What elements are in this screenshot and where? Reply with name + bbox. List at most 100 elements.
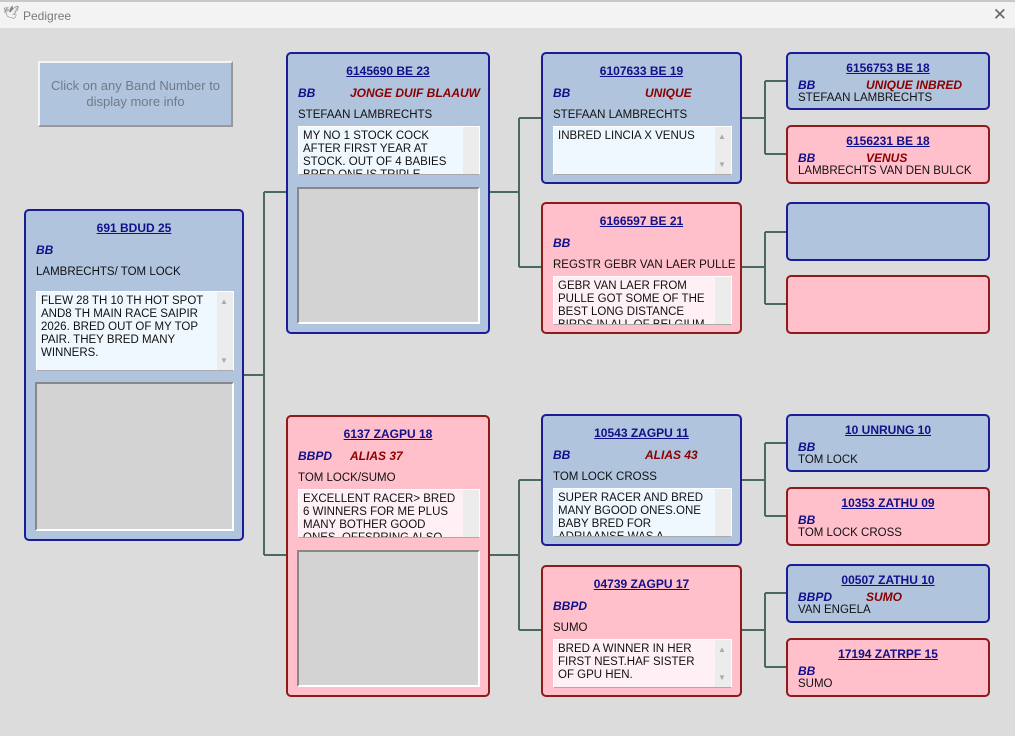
band-number-link[interactable]: 00507 ZATHU 10 bbox=[841, 573, 935, 587]
pigeon-name: ALIAS 43 bbox=[645, 448, 698, 462]
color-label: BBPD bbox=[553, 599, 588, 613]
pedigree-card-ss: 6107633 BE 19 BB UNIQUE STEFAAN LAMBRECHTS I… bbox=[541, 52, 742, 184]
notes-text: SUPER RACER AND BRED MANY BGOOD ONES.ONE… bbox=[558, 492, 704, 537]
owner-name: STEFAAN LAMBRECHTS bbox=[553, 109, 688, 121]
notes-text: GEBR VAN LAER FROM PULLE GOT SOME OF THE… bbox=[558, 280, 705, 325]
pigeon-photo[interactable] bbox=[297, 550, 480, 687]
band-number-link[interactable]: 6156753 BE 18 bbox=[846, 61, 930, 75]
connector-ds bbox=[742, 442, 786, 517]
connector-dam bbox=[490, 479, 541, 631]
band-number-link[interactable]: 17194 ZATRPF 15 bbox=[838, 647, 938, 661]
owner-name: SUMO bbox=[798, 678, 833, 690]
scroll-up-icon[interactable]: ▲ bbox=[718, 645, 726, 654]
pigeon-photo[interactable] bbox=[35, 382, 234, 531]
close-icon[interactable]: ✕ bbox=[992, 5, 1007, 24]
pedigree-card-sds bbox=[786, 202, 990, 261]
notes-text: EXCELLENT RACER> BRED 6 WINNERS FOR ME P… bbox=[303, 493, 456, 538]
scroll-up-icon[interactable]: ▲ bbox=[718, 132, 726, 141]
notes-text: MY NO 1 STOCK COCK AFTER FIRST YEAR AT S… bbox=[303, 130, 447, 175]
notes-scrollbar[interactable]: ▲▼ bbox=[715, 489, 731, 536]
connector-sd bbox=[742, 231, 786, 305]
notes-scrollbar[interactable]: ▲▼ bbox=[217, 292, 233, 370]
pigeon-photo[interactable] bbox=[297, 187, 480, 324]
pigeon-name: SUMO bbox=[866, 590, 902, 604]
notes-text: FLEW 28 TH 10 TH HOT SPOT AND8 TH MAIN R… bbox=[41, 295, 204, 359]
notes-scrollbar[interactable]: ▲▼ bbox=[715, 277, 731, 324]
band-number-link[interactable]: 10353 ZATHU 09 bbox=[841, 496, 935, 510]
pigeon-name: ALIAS 37 bbox=[350, 449, 403, 463]
band-number-link[interactable]: 04739 ZAGPU 17 bbox=[593, 577, 690, 591]
color-label: BBPD bbox=[798, 590, 833, 604]
owner-name: TOM LOCK bbox=[798, 454, 858, 466]
band-number-link[interactable]: 6137 ZAGPU 18 bbox=[343, 427, 433, 441]
notes-textarea[interactable]: SUPER RACER AND BRED MANY BGOOD ONES.ONE… bbox=[553, 488, 732, 537]
color-label: BB bbox=[798, 151, 816, 165]
owner-name: STEFAAN LAMBRECHTS bbox=[798, 92, 933, 104]
color-label: BB bbox=[798, 78, 816, 92]
pigeon-name: JONGE DUIF BLAAUW bbox=[350, 86, 480, 100]
notes-scrollbar[interactable]: ▲▼ bbox=[463, 127, 479, 174]
band-number-link[interactable]: 10 UNRUNG 10 bbox=[844, 423, 932, 437]
owner-name: STEFAAN LAMBRECHTS bbox=[298, 109, 433, 121]
notes-scrollbar[interactable]: ▲▼ bbox=[463, 490, 479, 537]
band-number-link[interactable]: 691 BDUD 25 bbox=[96, 221, 172, 235]
notes-textarea[interactable]: GEBR VAN LAER FROM PULLE GOT SOME OF THE… bbox=[553, 276, 732, 325]
info-box: Click on any Band Number to display more… bbox=[38, 61, 233, 127]
connector-ss bbox=[742, 80, 786, 155]
scroll-down-icon[interactable]: ▼ bbox=[718, 160, 726, 169]
scroll-down-icon[interactable]: ▼ bbox=[220, 356, 228, 365]
color-label: BB bbox=[36, 243, 54, 257]
notes-textarea[interactable]: MY NO 1 STOCK COCK AFTER FIRST YEAR AT S… bbox=[298, 126, 480, 175]
owner-name: SUMO bbox=[553, 622, 588, 634]
notes-text: INBRED LINCIA X VENUS bbox=[558, 130, 695, 142]
color-label: BB bbox=[798, 440, 816, 454]
notes-scrollbar[interactable]: ▲▼ bbox=[715, 640, 731, 687]
owner-name: TOM LOCK CROSS bbox=[553, 471, 657, 483]
band-number-link[interactable]: 6107633 BE 19 bbox=[599, 64, 684, 78]
pedigree-card-sd: 6166597 BE 21 BB REGSTR GEBR VAN LAER PULL… bbox=[541, 202, 742, 334]
title-bar: 🕊 Pedigree ✕ bbox=[0, 0, 1015, 28]
scroll-up-icon[interactable]: ▲ bbox=[220, 297, 228, 306]
band-number-link[interactable]: 6166597 BE 21 bbox=[599, 214, 684, 228]
color-label: BB bbox=[553, 86, 571, 100]
pigeon-icon: 🕊 bbox=[3, 5, 20, 20]
window-title: Pedigree bbox=[23, 9, 72, 23]
notes-scrollbar[interactable]: ▲▼ bbox=[715, 127, 731, 174]
pigeon-name: UNIQUE bbox=[645, 86, 692, 100]
color-label: BBPD bbox=[298, 449, 333, 463]
color-label: BB bbox=[553, 236, 571, 250]
owner-name: VAN ENGELA bbox=[798, 604, 871, 616]
color-label: BB bbox=[798, 664, 816, 678]
pedigree-card-ds: 10543 ZAGPU 11 BB ALIAS 43 TOM LOCK CROSS SU… bbox=[541, 414, 742, 546]
pedigree-card-dam: 6137 ZAGPU 18 BBPD ALIAS 37 TOM LOCK/SUMO EX… bbox=[286, 415, 490, 697]
band-number-link[interactable]: 10543 ZAGPU 11 bbox=[594, 426, 689, 440]
owner-name: TOM LOCK/SUMO bbox=[298, 472, 396, 484]
notes-textarea[interactable]: FLEW 28 TH 10 TH HOT SPOT AND8 TH MAIN R… bbox=[36, 291, 234, 371]
notes-textarea[interactable]: EXCELLENT RACER> BRED 6 WINNERS FOR ME P… bbox=[298, 489, 480, 538]
connector-dd bbox=[742, 592, 786, 668]
pigeon-name: VENUS bbox=[866, 151, 908, 165]
pedigree-card-sire: 6145690 BE 23 BB JONGE DUIF BLAAUW STEFAAN … bbox=[286, 52, 490, 334]
notes-textarea[interactable]: INBRED LINCIA X VENUS▲▼ bbox=[553, 126, 732, 175]
pedigree-card-sdd bbox=[786, 275, 990, 334]
color-label: BB bbox=[298, 86, 316, 100]
band-number-link[interactable]: 6145690 BE 23 bbox=[346, 64, 430, 78]
connector-sire bbox=[490, 117, 541, 268]
notes-textarea[interactable]: BRED A WINNER IN HER FIRST NEST.HAF SIST… bbox=[553, 639, 732, 688]
band-number-link[interactable]: 6156231 BE 18 bbox=[846, 134, 930, 148]
color-label: BB bbox=[798, 513, 816, 527]
pigeon-name: UNIQUE INBRED bbox=[866, 78, 963, 92]
color-label: BB bbox=[553, 448, 571, 462]
notes-text: BRED A WINNER IN HER FIRST NEST.HAF SIST… bbox=[558, 643, 695, 681]
owner-name: REGSTR GEBR VAN LAER PULLE bbox=[553, 259, 736, 271]
connector-subject bbox=[244, 191, 286, 556]
scroll-down-icon[interactable]: ▼ bbox=[718, 673, 726, 682]
